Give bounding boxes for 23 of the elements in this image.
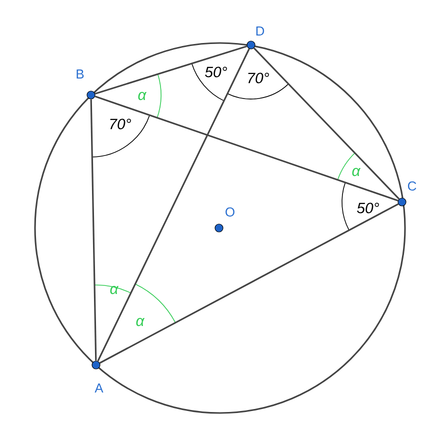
point <box>92 360 100 370</box>
chord <box>97 48 250 362</box>
angle-label: 70° <box>248 72 269 84</box>
point <box>214 224 224 232</box>
point <box>246 40 256 50</box>
angle-label: 50° <box>357 202 379 214</box>
point <box>398 198 406 206</box>
chord <box>94 96 398 202</box>
angle-label: α <box>136 318 145 326</box>
angle-label: α <box>138 92 147 100</box>
chord <box>94 46 248 94</box>
point-label: C <box>408 181 416 191</box>
chord <box>253 48 400 200</box>
point-label: A <box>94 384 104 392</box>
angle-label: α <box>352 168 361 176</box>
point-label: B <box>76 70 84 78</box>
angle-label: 50° <box>205 66 227 78</box>
chord <box>90 99 97 361</box>
point-label: O <box>226 207 234 217</box>
chord <box>99 203 399 364</box>
point <box>86 90 96 100</box>
point-label: D <box>256 26 264 36</box>
angle-label: 70° <box>110 118 131 130</box>
